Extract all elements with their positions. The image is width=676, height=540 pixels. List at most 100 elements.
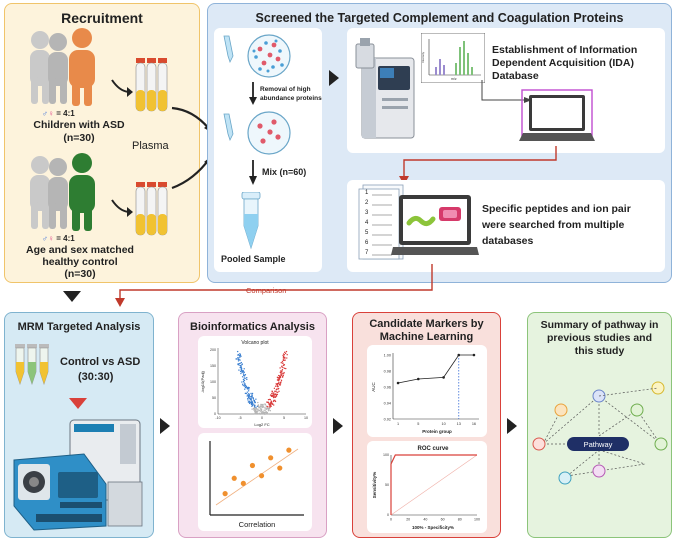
volcano-point xyxy=(251,408,253,410)
volcano-point xyxy=(252,407,255,410)
volcano-point xyxy=(269,398,271,401)
auc-ytick: 0.96 xyxy=(384,385,391,389)
volcano-xtick: -5 xyxy=(238,416,241,420)
volcano-point xyxy=(269,394,272,396)
volcano-point xyxy=(257,409,259,411)
spectrum-icon: Intensity m/z xyxy=(421,33,485,83)
volcano-point xyxy=(235,358,237,360)
volcano-point xyxy=(253,406,256,408)
volcano-point xyxy=(283,371,285,374)
roc-card xyxy=(367,441,487,533)
volcano-point xyxy=(257,410,259,412)
volcano-point xyxy=(242,384,244,387)
arrow-to-tubes-icon xyxy=(111,79,133,217)
ida-label-2: Dependent Acquisition (IDA) xyxy=(492,57,634,69)
arrow-to-summary-icon xyxy=(507,418,517,434)
volcano-point xyxy=(253,404,255,406)
pipette-icon xyxy=(223,35,234,64)
volcano-point xyxy=(256,412,259,415)
ida-label-1: Establishment of Information xyxy=(492,44,638,56)
volcano-point xyxy=(239,362,241,365)
volcano-point xyxy=(282,373,285,375)
roc-xtick: 80 xyxy=(458,518,462,522)
volcano-point xyxy=(281,369,284,371)
volcano-point xyxy=(239,366,242,369)
volcano-point xyxy=(243,374,245,376)
volcano-point xyxy=(274,390,276,392)
node-green xyxy=(630,403,644,417)
volcano-point xyxy=(251,396,253,398)
mrm-instrument-icon xyxy=(13,419,143,531)
volcano-point xyxy=(246,391,249,393)
peptide-label-1: Specific peptides and ion pair xyxy=(482,203,631,215)
recruitment-panel: Recruitment xyxy=(4,3,200,283)
volcano-point xyxy=(277,388,279,390)
node-cyan xyxy=(558,471,572,485)
volcano-point xyxy=(269,402,272,404)
correlation-fit-line xyxy=(215,448,299,506)
down-arrow-2-icon xyxy=(249,160,257,185)
volcano-point xyxy=(237,360,240,362)
volcano-point xyxy=(242,373,245,375)
volcano-point xyxy=(239,354,241,357)
roc-xtick: 40 xyxy=(423,518,427,522)
roc-title: ROC curve xyxy=(417,446,449,452)
volcano-point xyxy=(242,380,245,383)
volcano-point xyxy=(244,386,247,389)
correlation-point xyxy=(231,475,237,481)
volcano-point xyxy=(274,400,277,403)
volcano-point xyxy=(265,408,268,410)
auc-point xyxy=(472,353,476,357)
volcano-point xyxy=(274,385,277,387)
volcano-point xyxy=(247,396,250,399)
volcano-point xyxy=(282,366,284,369)
volcano-point xyxy=(237,353,239,356)
volcano-point xyxy=(283,357,285,359)
recruitment-title: Recruitment xyxy=(61,10,143,26)
spectrum-to-laptop-arrow-icon xyxy=(481,80,532,103)
volcano-point xyxy=(249,396,251,398)
laptop-ida-icon xyxy=(519,89,595,141)
volcano-point xyxy=(250,399,253,401)
volcano-xtick: 5 xyxy=(283,416,285,420)
volcano-point xyxy=(278,382,280,384)
volcano-point xyxy=(278,383,281,386)
pooled-tube-icon xyxy=(241,192,261,250)
summary-title-1: Summary of pathway in xyxy=(540,319,659,331)
roc-ytick: 0 xyxy=(387,513,389,517)
volcano-point xyxy=(279,376,281,378)
correlation-plot: Correlation xyxy=(209,441,304,529)
volcano-point xyxy=(261,410,263,413)
asd-n: (n=30) xyxy=(63,132,95,144)
volcano-point xyxy=(250,392,252,395)
volcano-point xyxy=(279,383,282,385)
volcano-point xyxy=(277,379,280,382)
auc-series-line xyxy=(397,354,474,384)
right-arrow-icon xyxy=(329,70,339,86)
list-item-7: 7 xyxy=(365,250,369,256)
roc-curve-line xyxy=(390,454,477,515)
volcano-point xyxy=(282,358,285,360)
volcano-point xyxy=(237,358,240,361)
auc-xtick: 1 xyxy=(397,422,399,426)
auc-xtick: 10 xyxy=(441,422,445,426)
correlation-label: Correlation xyxy=(239,520,276,529)
correlation-point xyxy=(240,480,246,486)
auc-point xyxy=(416,377,420,381)
volcano-point xyxy=(279,367,281,369)
arrow-to-bio-icon xyxy=(160,418,170,434)
asd-label: Children with ASD xyxy=(33,119,125,131)
volcano-point xyxy=(277,391,279,394)
control-ratio: ♂♀ = 4:1 xyxy=(42,234,75,243)
volcano-point xyxy=(252,397,255,400)
candidate-title-2: Machine Learning xyxy=(379,331,474,343)
volcano-point xyxy=(284,359,286,362)
volcano-point xyxy=(264,411,266,413)
volcano-point xyxy=(280,362,282,364)
node-purple xyxy=(592,464,606,478)
pooled-label: Pooled Sample xyxy=(221,254,286,264)
list-lines-icon xyxy=(372,194,392,256)
volcano-point xyxy=(281,360,284,363)
auc-ytick: 0.92 xyxy=(384,417,391,421)
volcano-ytick: 50 xyxy=(212,396,216,400)
